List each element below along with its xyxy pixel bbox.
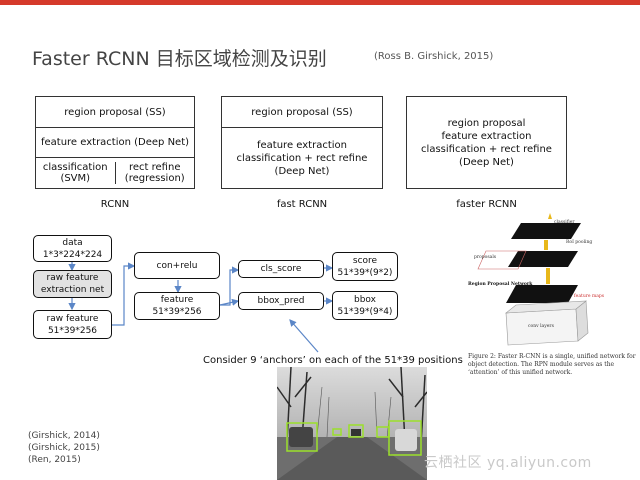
figure-proposals-label: proposals	[474, 254, 497, 260]
faster-rcnn-region-proposal: region proposal	[447, 117, 526, 129]
rcnn-rect-refine-cell: rect refine (regression)	[116, 162, 195, 184]
rcnn-svm-label: (SVM)	[60, 173, 91, 184]
figure-roi-label: RoI pooling	[566, 239, 592, 245]
raw-feature-title: raw feature	[46, 313, 99, 324]
rcnn-region-proposal: region proposal (SS)	[36, 97, 194, 128]
conv-relu-node: con+relu	[134, 252, 220, 279]
top-accent-bar	[0, 0, 640, 5]
figure-caption: Figure 2: Faster R-CNN is a single, unif…	[468, 353, 636, 376]
slide-title: Faster RCNN 目标区域检测及识别	[32, 48, 327, 70]
road-detection-photo	[277, 367, 427, 480]
faster-rcnn-deep-net: (Deep Net)	[459, 156, 514, 168]
classifier-layer	[511, 223, 581, 239]
bbox-shape: 51*39*(9*4)	[337, 306, 393, 317]
fast-rcnn-architecture-box: region proposal (SS) feature extraction …	[221, 96, 383, 189]
score-shape: 51*39*(9*2)	[337, 267, 393, 278]
figure-rpn-label: Region Proposal Network	[468, 281, 533, 287]
figure-conv-layers-label: conv layers	[528, 323, 555, 329]
feature-title: feature	[160, 295, 194, 305]
bbox-title: bbox	[354, 294, 376, 305]
feature-shape: 51*39*256	[152, 307, 202, 317]
arrow-feature-to-cls	[220, 266, 240, 306]
watermark: 云栖社区 yq.aliyun.com	[424, 455, 592, 471]
faster-rcnn-figure: classifier RoI pooling proposals Region …	[466, 213, 632, 385]
feature-node: feature 51*39*256	[134, 292, 220, 320]
title-citation: (Ross B. Girshick, 2015)	[374, 51, 494, 62]
reference-item: (Ren, 2015)	[28, 455, 81, 465]
roi-pooling-layer	[508, 251, 578, 267]
faster-rcnn-architecture-box: region proposal feature extraction class…	[406, 96, 567, 189]
faster-rcnn-caption: faster RCNN	[456, 199, 517, 210]
rcnn-classification-cell: classification (SVM)	[36, 162, 116, 184]
rcnn-feature-extraction: feature extraction (Deep Net)	[36, 128, 194, 158]
data-node-title: data	[62, 237, 83, 248]
reference-item: (Girshick, 2014)	[28, 431, 100, 441]
rcnn-caption: RCNN	[100, 199, 130, 210]
raw-net-subtitle: extraction net	[40, 285, 105, 295]
fast-rcnn-region-proposal: region proposal (SS)	[222, 97, 382, 128]
feature-map-layer	[506, 285, 578, 303]
data-node-shape: 1*3*224*224	[42, 249, 103, 260]
conv-relu-label: con+relu	[156, 260, 198, 271]
bbox-pred-label: bbox_pred	[257, 296, 305, 306]
rcnn-architecture-box: region proposal (SS) feature extraction …	[35, 96, 195, 189]
score-node: score 51*39*(9*2)	[332, 252, 398, 281]
faster-rcnn-feature-extraction: feature extraction	[441, 130, 532, 142]
fast-rcnn-classification: classification + rect refine	[236, 152, 368, 164]
fast-rcnn-deep-net: (Deep Net)	[274, 165, 330, 177]
raw-feature-shape: 51*39*256	[47, 325, 98, 336]
figure-classifier-label: classifier	[554, 219, 575, 225]
bbox-node: bbox 51*39*(9*4)	[332, 291, 398, 320]
figure-feature-maps-label: feature maps	[574, 293, 605, 299]
fast-rcnn-caption: fast RCNN	[276, 199, 328, 210]
score-title: score	[352, 255, 378, 266]
reference-item: (Girshick, 2015)	[28, 443, 100, 453]
arrow-anchor-note	[289, 319, 319, 353]
data-node: data 1*3*224*224	[33, 235, 112, 262]
rcnn-classification-label: classification	[42, 162, 108, 173]
cls-score-label: cls_score	[260, 264, 302, 274]
rcnn-rect-refine-label: rect refine	[129, 162, 181, 173]
faster-rcnn-classification: classification + rect refine	[421, 143, 552, 155]
raw-feature-node: raw feature 51*39*256	[33, 310, 112, 339]
bbox-pred-node: bbox_pred	[238, 292, 324, 310]
raw-feature-net-node: raw feature extraction net	[33, 270, 112, 298]
raw-net-title: raw feature	[46, 273, 99, 283]
arrow-raw-to-conv	[112, 262, 136, 326]
rcnn-regression-label: (regression)	[124, 173, 185, 184]
arrow-feature-to-bbox	[219, 298, 240, 306]
anchors-note: Consider 9 ‘anchors’ on each of the 51*3…	[203, 355, 463, 366]
references-list: (Girshick, 2014) (Girshick, 2015) (Ren, …	[28, 430, 100, 466]
fast-rcnn-feature-extraction: feature extraction	[257, 139, 347, 151]
cls-score-node: cls_score	[238, 260, 324, 278]
